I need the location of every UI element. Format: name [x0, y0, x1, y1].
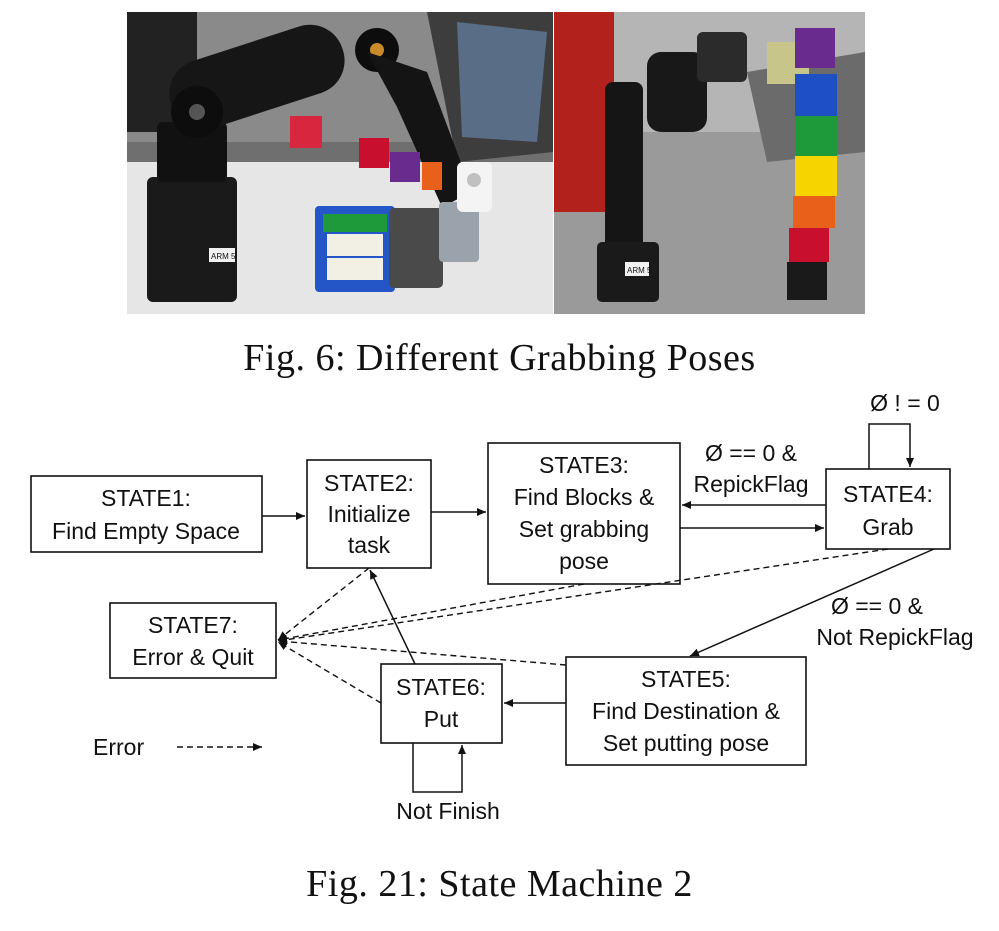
grabbing-poses-photos: ARM 5 ARM 5	[127, 12, 865, 314]
state1-box	[30, 475, 263, 553]
arrow-s6-s2	[369, 569, 416, 665]
state5-box	[565, 656, 807, 766]
state7-title: STATE7:	[148, 612, 238, 638]
arm-label-right: ARM 5	[627, 266, 652, 275]
error-arrow-s2	[277, 567, 370, 641]
label-s4-s5-line1: Ø == 0 &	[831, 593, 923, 619]
error-arrow-s5	[277, 637, 567, 666]
arm-label-left: ARM 5	[211, 252, 236, 261]
state2-title: STATE2:	[324, 470, 414, 496]
state5-title: STATE5:	[641, 666, 731, 692]
state7-box	[109, 602, 277, 679]
state6-desc: Put	[424, 706, 459, 732]
state4-desc: Grab	[862, 514, 913, 540]
state2-desc-2: task	[348, 532, 391, 558]
state2-box	[306, 459, 432, 569]
left-photo: ARM 5	[127, 12, 553, 314]
state1-desc: Find Empty Space	[52, 518, 240, 544]
arm-base	[147, 177, 237, 302]
state4-title: STATE4:	[843, 481, 933, 507]
state3-box	[487, 442, 681, 585]
state1-title: STATE1:	[101, 485, 191, 511]
label-self-loop-s6: Not Finish	[396, 798, 500, 824]
state2-desc-1: Initialize	[327, 501, 410, 527]
state-machine-diagram: STATE1: Find Empty Space STATE2: Initial…	[30, 390, 974, 824]
self-loop-s4	[868, 423, 914, 469]
label-self-loop-s4: Ø ! = 0	[870, 390, 940, 416]
fig6-caption: Fig. 6: Different Grabbing Poses	[243, 337, 756, 379]
arrow-s4-s5	[689, 548, 935, 657]
self-loop-s6	[412, 743, 466, 793]
label-s4-s3-line1: Ø == 0 &	[705, 440, 797, 466]
fig21-caption: Fig. 21: State Machine 2	[306, 863, 693, 905]
state6-box	[380, 663, 503, 744]
state7-desc: Error & Quit	[132, 644, 254, 670]
state3-desc-3: pose	[559, 548, 609, 574]
state5-desc-2: Set putting pose	[603, 730, 769, 756]
legend-error-label: Error	[93, 734, 144, 760]
right-photo: ARM 5	[554, 12, 865, 314]
state3-desc-2: Set grabbing	[519, 516, 649, 542]
label-s4-s3-line2: RepickFlag	[693, 471, 808, 497]
state5-desc-1: Find Destination &	[592, 698, 780, 724]
state3-desc-1: Find Blocks &	[514, 484, 655, 510]
error-arrow-s3	[277, 583, 585, 643]
state3-title: STATE3:	[539, 452, 629, 478]
error-arrow-s6	[277, 641, 382, 704]
error-arrow-s4	[277, 548, 889, 644]
state6-title: STATE6:	[396, 674, 486, 700]
label-s4-s5-line2: Not RepickFlag	[816, 624, 973, 650]
state4-box	[825, 468, 951, 550]
